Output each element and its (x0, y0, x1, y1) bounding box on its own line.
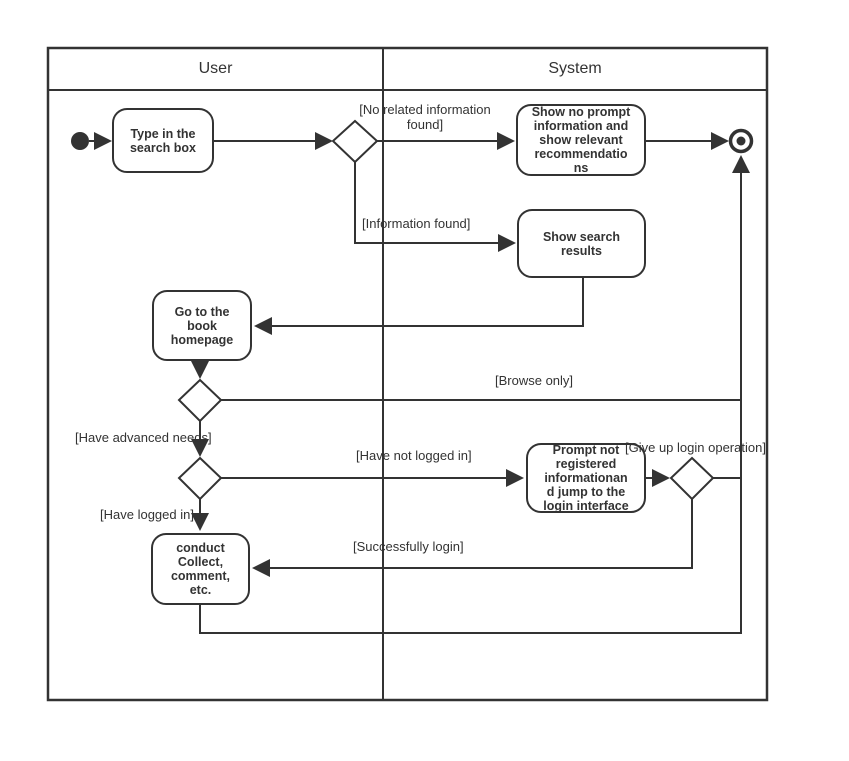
activity-go-to-book-homepage: Go to the book homepage (152, 290, 252, 361)
activity-prompt-not-registered: Prompt not registered informationan d ju… (526, 443, 646, 513)
guard-have-logged-in: [Have logged in] (100, 507, 194, 522)
decision-login-outcome (669, 456, 715, 501)
guard-no-related-information-found: [No related information found] (359, 102, 491, 133)
guard-give-up-login-operation: [Give up login operation] (625, 440, 766, 455)
decision-logged-in (177, 456, 223, 501)
guard-information-found: [Information found] (362, 216, 471, 231)
guard-have-advanced-needs: [Have advanced needs] (75, 430, 212, 445)
final-node (728, 128, 754, 154)
activity-show-search-results: Show search results (517, 209, 646, 278)
decision-search-result (331, 119, 379, 164)
guard-have-not-logged-in: [Have not logged in] (356, 448, 472, 463)
activity-show-no-prompt-information: Show no prompt information and show rele… (516, 104, 646, 176)
lane-header-system: System (548, 60, 602, 77)
guard-browse-only: [Browse only] (495, 373, 574, 388)
activity-conduct-collect-comment: conduct Collect, comment, etc. (151, 533, 250, 605)
decision-browse-or-advanced (177, 378, 223, 423)
guard-successfully-login: [Successfully login] (353, 539, 464, 554)
edge-conduct-to-final (199, 155, 750, 634)
edge-info-found-to-show-results (354, 162, 516, 252)
swimlane-frame (46, 46, 769, 702)
activity-type-in-search-box: Type in the search box (112, 108, 214, 173)
initial-node (71, 132, 89, 150)
edge-success-login-to-conduct (252, 499, 693, 577)
edge-show-results-to-homepage (254, 278, 584, 335)
lane-header-user: User (198, 60, 233, 77)
